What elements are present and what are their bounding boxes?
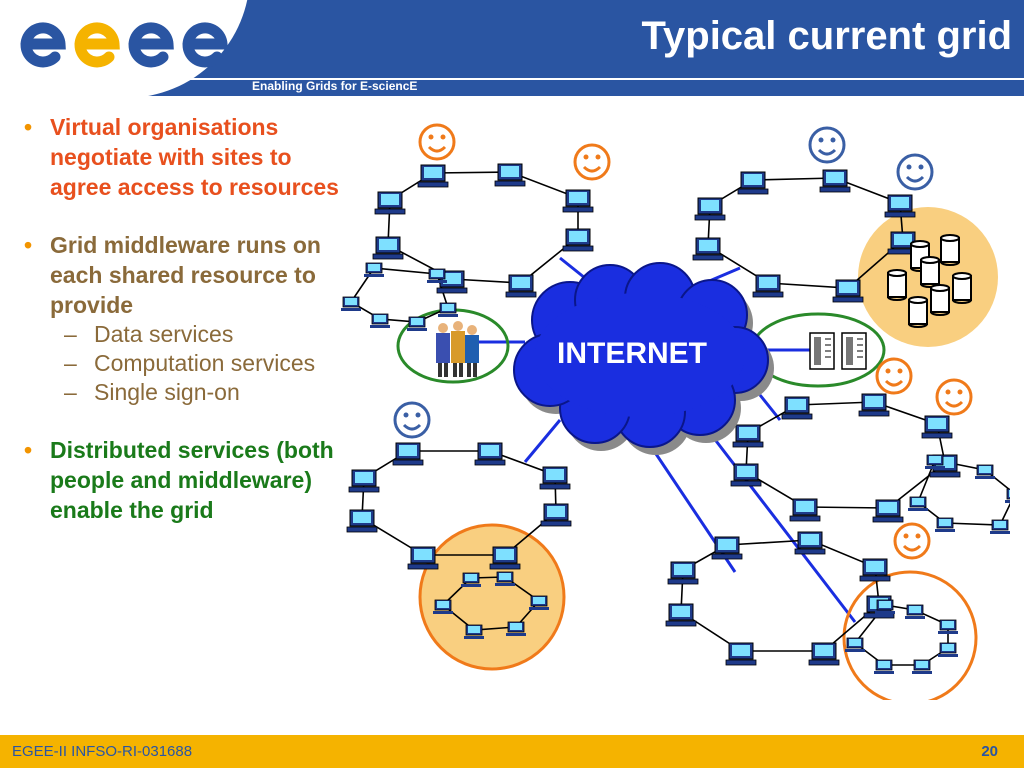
people-icon bbox=[436, 321, 479, 377]
slide-footer: EGEE-II INFSO-RI-031688 20 bbox=[0, 735, 1024, 768]
bullet-text: Grid middleware runs on each shared reso… bbox=[50, 232, 321, 318]
sub-bullet-item: –Single sign-on bbox=[64, 379, 240, 405]
egee-logo bbox=[20, 22, 228, 68]
slide-header: Enabling Grids for E-sciencE Typical cur… bbox=[0, 0, 1024, 98]
server-rack-icon bbox=[809, 332, 867, 370]
sub-bullet-item: –Data services bbox=[64, 321, 234, 347]
bullet-item: •Virtual organisations negotiate with si… bbox=[24, 114, 339, 200]
footer-project-code: EGEE-II INFSO-RI-031688 bbox=[12, 743, 193, 760]
sub-bullet-item: –Computation services bbox=[64, 350, 316, 376]
bullet-item: •Distributed services (both people and m… bbox=[24, 437, 334, 523]
header-strip bbox=[0, 78, 1024, 96]
bullet-text: Distributed services (both people and mi… bbox=[50, 437, 334, 523]
slide-title: Typical current grid bbox=[641, 14, 1012, 58]
bullet-text: Virtual organisations negotiate with sit… bbox=[50, 114, 339, 200]
page-number: 20 bbox=[981, 743, 998, 760]
bullet-item: •Grid middleware runs on each shared res… bbox=[24, 232, 321, 318]
internet-cloud: INTERNET bbox=[513, 262, 774, 455]
header-subtitle: Enabling Grids for E-sciencE bbox=[252, 79, 418, 93]
bullet-list: •Virtual organisations negotiate with si… bbox=[24, 112, 354, 525]
internet-label: INTERNET bbox=[557, 337, 707, 370]
grid-diagram: INTERNET bbox=[340, 123, 1010, 700]
